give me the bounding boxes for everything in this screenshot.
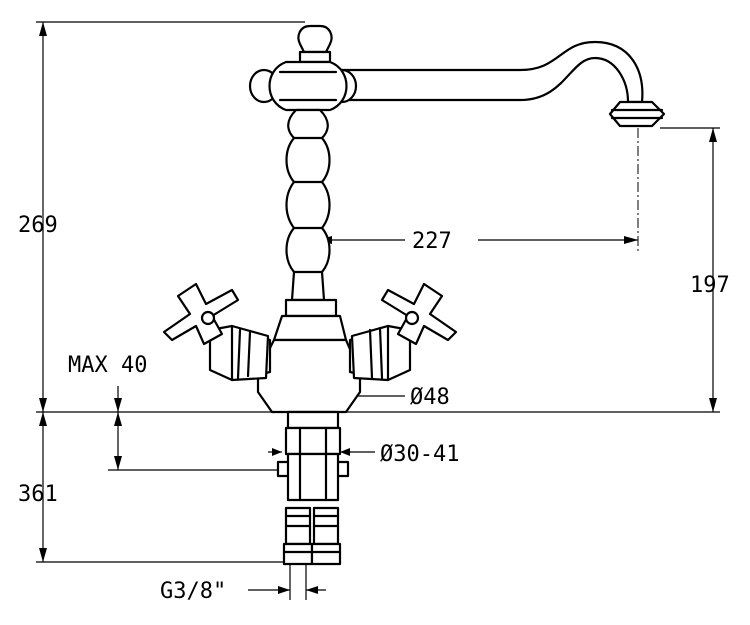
top-head <box>248 24 358 112</box>
dimension-lines <box>36 21 720 600</box>
dim-body-diameter: Ø48 <box>410 385 450 410</box>
shank-and-hoses <box>276 410 350 566</box>
dim-spout-reach: 227 <box>412 229 452 254</box>
left-cross-handle <box>162 282 272 382</box>
dim-connection-thread: G3/8" <box>160 579 226 604</box>
spout <box>338 40 666 128</box>
faucet-column <box>256 108 362 414</box>
right-cross-handle <box>348 282 458 382</box>
dim-height-above-deck: 269 <box>18 213 58 238</box>
dim-max-deck-thickness: MAX 40 <box>68 353 147 378</box>
dim-spout-outlet-height: 197 <box>690 273 730 298</box>
dim-hole-diameter: Ø30-41 <box>380 442 459 467</box>
dim-below-deck-length: 361 <box>18 482 58 507</box>
